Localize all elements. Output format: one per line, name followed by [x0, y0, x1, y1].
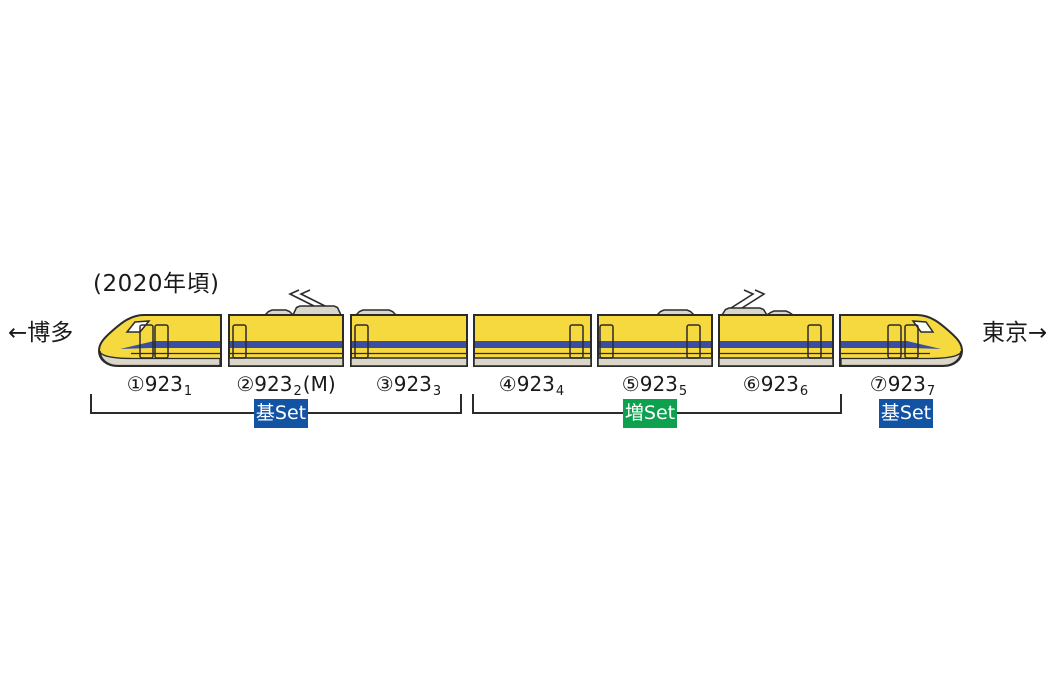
- car-label-7: ⑦9237: [869, 372, 936, 399]
- car-label-6: ⑥9236: [742, 372, 809, 399]
- set-badge-base-2: 基Set: [879, 399, 933, 428]
- direction-tokyo: 東京→: [982, 320, 1048, 346]
- car-circled-number: ③: [375, 372, 394, 396]
- car-circled-number: ④: [498, 372, 517, 396]
- car-label-1: ①9231: [126, 372, 193, 399]
- car-6: [718, 289, 834, 367]
- car-2: [228, 289, 344, 367]
- car-label-2: ②9232(M): [236, 372, 336, 399]
- car-3: [350, 309, 468, 367]
- direction-hakata: ←博多: [8, 320, 74, 346]
- set-badge-addon: 増Set: [623, 399, 677, 428]
- car-circled-number: ⑦: [869, 372, 888, 396]
- era-caption: (2020年頃): [93, 271, 220, 297]
- car-circled-number: ⑥: [742, 372, 761, 396]
- car-label-3: ③9233: [375, 372, 442, 399]
- car-4: [473, 314, 592, 367]
- car-5: [597, 309, 713, 367]
- car-circled-number: ⑤: [621, 372, 640, 396]
- car-label-5: ⑤9235: [621, 372, 688, 399]
- car-circled-number: ①: [126, 372, 145, 396]
- car-7: [839, 314, 964, 367]
- car-1: [97, 314, 222, 367]
- car-circled-number: ②: [236, 372, 255, 396]
- car-label-4: ④9234: [498, 372, 565, 399]
- set-badge-base-1: 基Set: [254, 399, 308, 428]
